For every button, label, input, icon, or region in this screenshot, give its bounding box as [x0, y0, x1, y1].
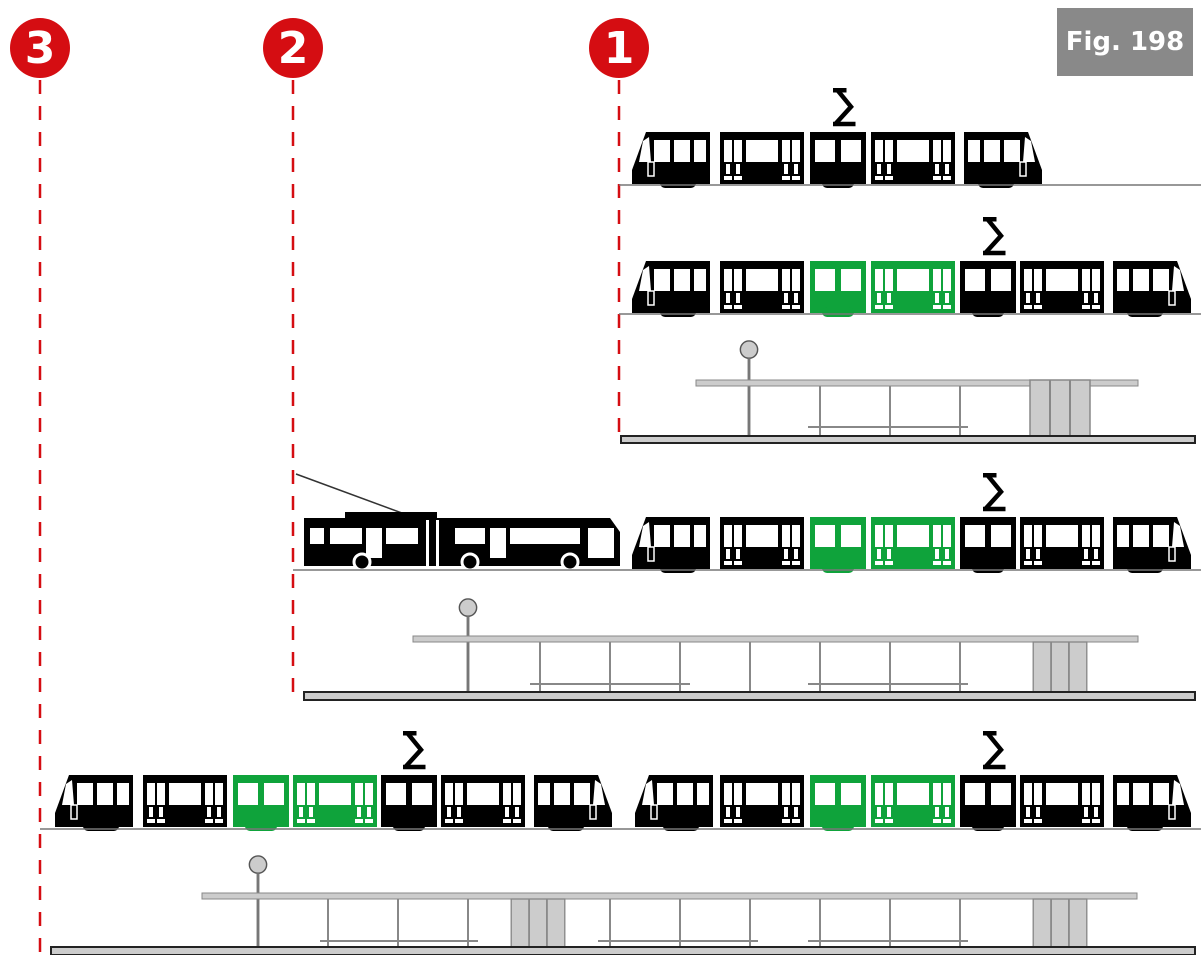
pantograph-icon: [983, 733, 1006, 769]
phase-2-platform: [303, 597, 1196, 701]
stop-sign-icon: [247, 854, 269, 953]
extension-module: [233, 775, 377, 831]
pantograph-icon: [983, 219, 1006, 255]
extension-module: [810, 775, 955, 831]
phase-3-platform: [50, 854, 1196, 955]
extension-module: [810, 261, 955, 317]
pantograph-icon: [833, 90, 856, 126]
phase-3-extended-tram-left: [54, 733, 613, 832]
extension-module: [810, 517, 955, 573]
phase-3-number: 3: [24, 22, 56, 74]
stop-shelter-icon: [1032, 898, 1088, 950]
phase-2-badge: 2: [263, 18, 323, 78]
phase-3-badge: 3: [10, 18, 70, 78]
phase-2-extended-tram: [631, 475, 1192, 574]
phase-3-extended-tram-right: [634, 733, 1192, 832]
phase-1-tram: [631, 90, 1043, 189]
phase-2-trolleybus: [295, 473, 620, 572]
pantograph-icon: [403, 733, 426, 769]
phase-1-number: 1: [603, 22, 635, 74]
stop-shelter-icon: [509, 897, 567, 951]
pantograph-icon: [983, 475, 1006, 511]
stop-shelter-icon: [1029, 379, 1091, 437]
phase-2-number: 2: [277, 22, 309, 74]
phase-1-badge: 1: [589, 18, 649, 78]
phase-1-extended-tram: [631, 219, 1192, 318]
phase-1-platform: [620, 339, 1196, 444]
stop-shelter-icon: [1032, 641, 1088, 693]
stop-sign-icon: [457, 597, 479, 696]
stop-sign-icon: [738, 339, 760, 438]
figure-label: Fig. 198: [1057, 8, 1193, 76]
